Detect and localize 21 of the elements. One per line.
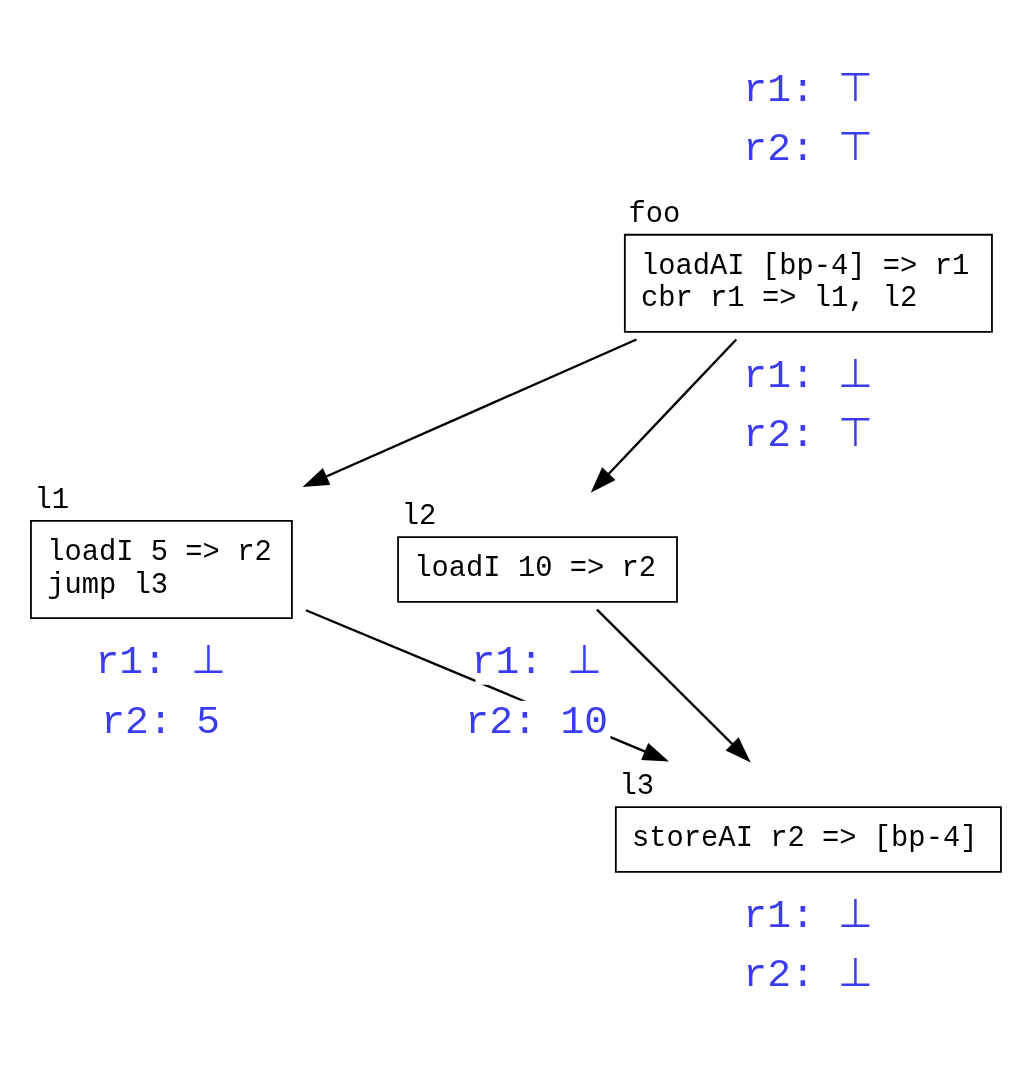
node-label: l3 xyxy=(619,769,654,803)
node-box: loadAI [bp-4] => r1 cbr r1 => l1, l2 xyxy=(623,233,993,333)
label: r1: ⊥ xyxy=(95,639,226,685)
arrow xyxy=(596,608,751,762)
arrow xyxy=(590,338,738,493)
label: r2: ⊤ xyxy=(743,126,874,172)
node-box: storeAI r2 => [bp-4] xyxy=(614,805,1002,873)
label: r2: 5 xyxy=(101,699,220,745)
label: r2: ⊤ xyxy=(743,412,874,458)
node-label: l1 xyxy=(34,483,70,517)
label: r1: ⊥ xyxy=(471,639,602,685)
node-label: foo xyxy=(628,197,681,231)
arrow xyxy=(302,337,637,487)
node-label: l2 xyxy=(401,499,437,533)
node-box: loadI 5 => r2 jump l3 xyxy=(30,519,293,619)
label: r1: ⊥ xyxy=(743,353,874,399)
label: r2: ⊥ xyxy=(743,952,874,998)
label: r2: 10 xyxy=(465,699,608,745)
label: r1: ⊤ xyxy=(743,67,874,113)
label: r1: ⊥ xyxy=(743,893,874,939)
node-box: loadI 10 => r2 xyxy=(397,535,678,603)
